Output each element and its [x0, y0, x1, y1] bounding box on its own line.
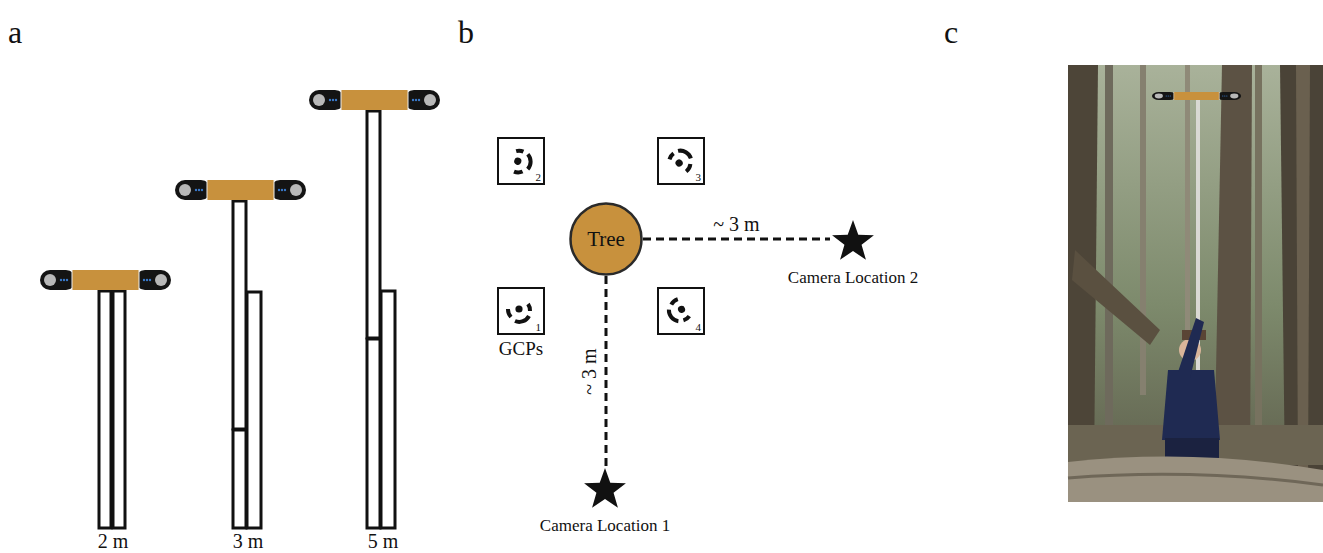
panel-letter: c: [944, 14, 958, 51]
gcp-marker: 2: [497, 137, 545, 185]
star-symbol: [830, 218, 876, 262]
gcp-caption: GCPs: [499, 338, 543, 360]
camera-bar: [40, 270, 171, 290]
pole-height: 5 m: [368, 530, 399, 553]
distance-label: ~ 3 m: [713, 213, 759, 236]
camera-location: Camera Location 1: [495, 466, 715, 536]
pole-2m: [99, 291, 125, 528]
pole-3m: [233, 201, 261, 528]
gcp-marker: 3: [657, 137, 705, 185]
pole-height: 3 m: [233, 530, 264, 553]
location-label: Camera Location 1: [540, 516, 670, 536]
forest-photo: [1068, 65, 1323, 502]
gcp-marker: 1: [497, 287, 545, 335]
distance-line: [643, 238, 830, 241]
distance-label: ~ 3 m: [577, 348, 600, 394]
gcp-number: 2: [536, 172, 542, 183]
pole-5m: [367, 111, 395, 528]
pole-height: 2 m: [98, 530, 129, 553]
camera-bar: [309, 90, 440, 110]
star-symbol: [582, 466, 628, 510]
camera-location: Camera Location 2: [743, 218, 963, 288]
gcp-number: 4: [696, 322, 702, 333]
camera-bar: [175, 180, 306, 200]
gcp-number: 1: [536, 322, 542, 333]
location-label: Camera Location 2: [788, 268, 918, 288]
distance-line: [605, 276, 608, 466]
panel-letter: a: [8, 14, 22, 51]
gcp-number: 3: [696, 172, 702, 183]
node-label: Tree: [587, 227, 625, 252]
panel-letter: b: [458, 14, 474, 51]
gcp-marker: 4: [657, 287, 705, 335]
tree-circle: Tree: [569, 202, 643, 276]
